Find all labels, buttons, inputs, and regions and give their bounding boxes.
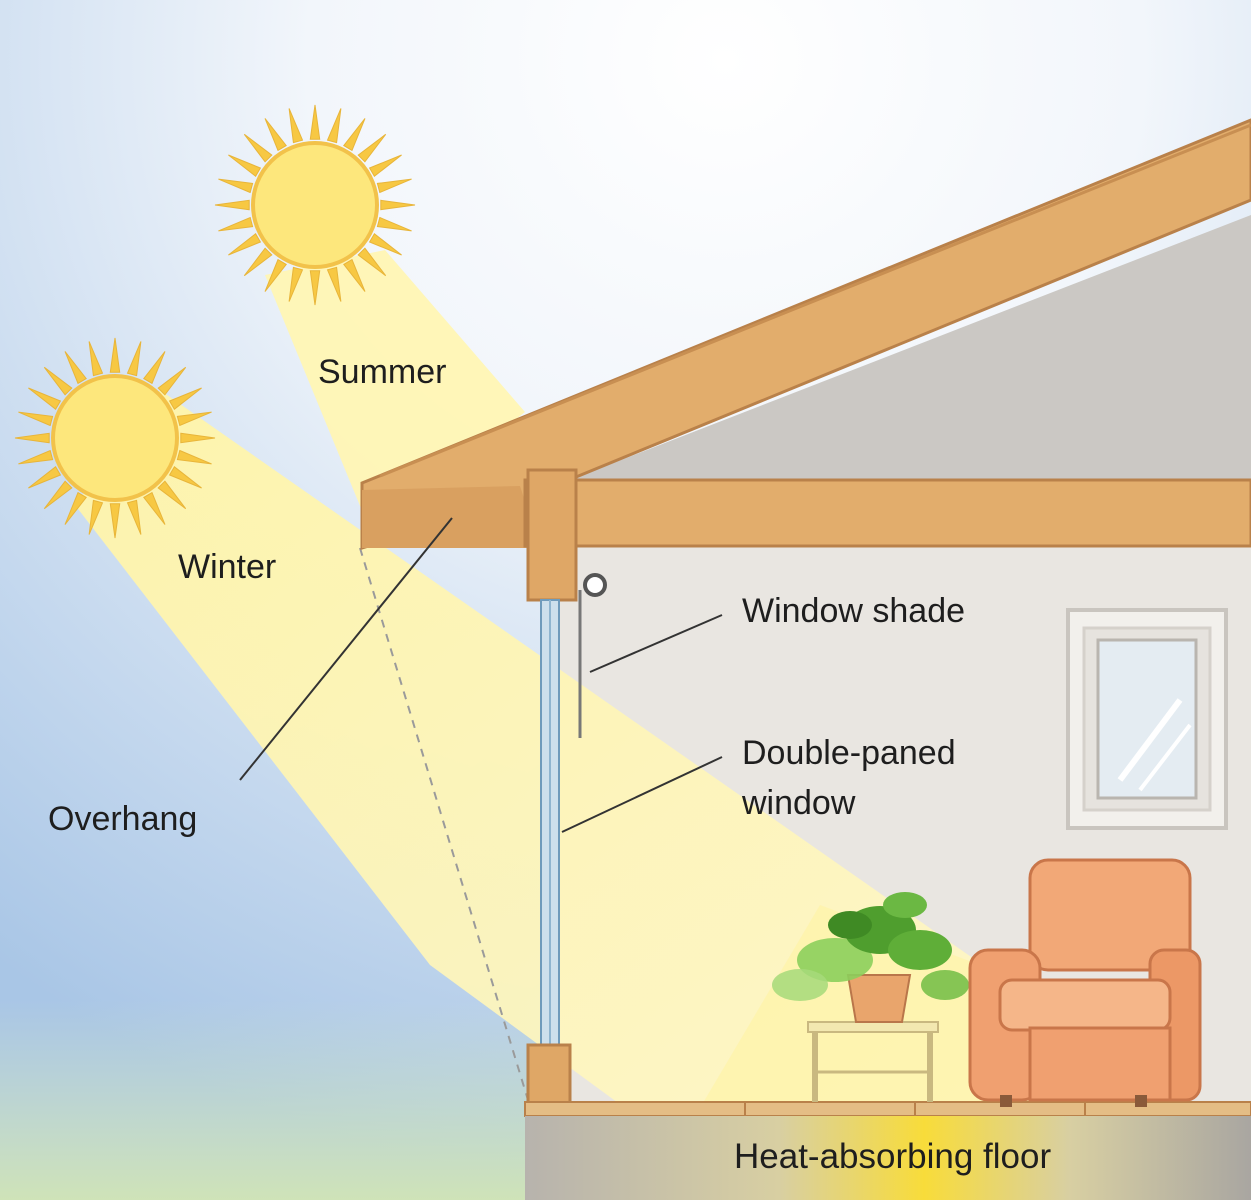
overhang-label: Overhang <box>48 800 197 838</box>
winter-label: Winter <box>178 548 276 586</box>
sun-ray <box>243 133 273 163</box>
sun-ray <box>309 270 321 306</box>
sun-ray <box>357 247 387 277</box>
sun-ray <box>214 199 250 211</box>
roof-shingle-edge <box>379 123 1251 478</box>
sun-ray <box>88 341 104 377</box>
sun-ray <box>109 503 121 539</box>
potted-plant-icon <box>772 892 969 1102</box>
sun-ray <box>218 216 254 232</box>
sun-ray <box>357 133 387 163</box>
sun-ray <box>264 118 287 152</box>
double-paned-label-line2: window <box>741 784 856 822</box>
overhang-leader-line <box>239 517 453 781</box>
ceiling-underside <box>575 215 1251 545</box>
sun-ray <box>143 351 166 385</box>
sun-ray <box>180 432 216 444</box>
sun-ray <box>228 233 262 256</box>
summer-label: Summer <box>318 353 446 391</box>
heat-absorbing-floor <box>524 1101 1251 1200</box>
sun-ray <box>109 337 121 373</box>
sun-ray <box>376 178 412 194</box>
sun-ray <box>157 480 187 510</box>
sun-ray <box>218 178 254 194</box>
sun-ray <box>309 104 321 140</box>
sun-ray <box>64 491 87 525</box>
sill-post <box>526 1043 572 1112</box>
sun-ray <box>243 247 273 277</box>
sun-ray <box>88 499 104 535</box>
sun-ray <box>126 341 142 377</box>
summer-sun-icon <box>214 104 416 306</box>
sun-ray <box>157 366 187 396</box>
double-paned-window <box>540 599 560 1046</box>
sun-ray <box>343 118 366 152</box>
double-paned-label-line1: Double-paned <box>742 734 956 772</box>
window-shade-leader-line <box>589 614 723 673</box>
sun-ray <box>288 266 304 302</box>
sun-ray <box>43 480 73 510</box>
sun-ray <box>28 387 62 410</box>
sun-ray <box>126 499 142 535</box>
sun-ray <box>368 154 402 177</box>
back-window <box>1066 608 1228 830</box>
shade-roller <box>583 573 607 597</box>
sun-ray <box>264 258 287 292</box>
sun-ray <box>28 466 62 489</box>
sun-ray <box>43 366 73 396</box>
sun-ray <box>326 108 342 144</box>
armchair-icon <box>968 858 1202 1107</box>
sun-ray <box>228 154 262 177</box>
sun-ray <box>168 387 202 410</box>
sun-ray <box>18 411 54 427</box>
sun-ray <box>326 266 342 302</box>
sun-ray <box>376 216 412 232</box>
sun-ray <box>168 466 202 489</box>
winter-sun-icon <box>14 337 216 539</box>
overhang-soffit <box>362 486 540 548</box>
sun-ray <box>64 351 87 385</box>
ceiling-joist <box>523 478 1251 548</box>
sun-ray <box>18 449 54 465</box>
window-shade <box>578 573 607 738</box>
sun-ray <box>343 258 366 292</box>
sun-ray <box>368 233 402 256</box>
sun-ray <box>143 491 166 525</box>
sun-ray <box>288 108 304 144</box>
window-shade-label: Window shade <box>742 592 965 630</box>
roof <box>360 118 1251 602</box>
sun-ray <box>176 449 212 465</box>
window-leader-line <box>561 756 723 833</box>
floor-label: Heat-absorbing floor <box>734 1137 1051 1176</box>
sun-ray <box>380 199 416 211</box>
ground-grass <box>0 1000 540 1200</box>
sun-ray <box>176 411 212 427</box>
summer-shadow-line <box>359 547 529 1101</box>
header-post <box>526 468 578 602</box>
sun-ray <box>14 432 50 444</box>
